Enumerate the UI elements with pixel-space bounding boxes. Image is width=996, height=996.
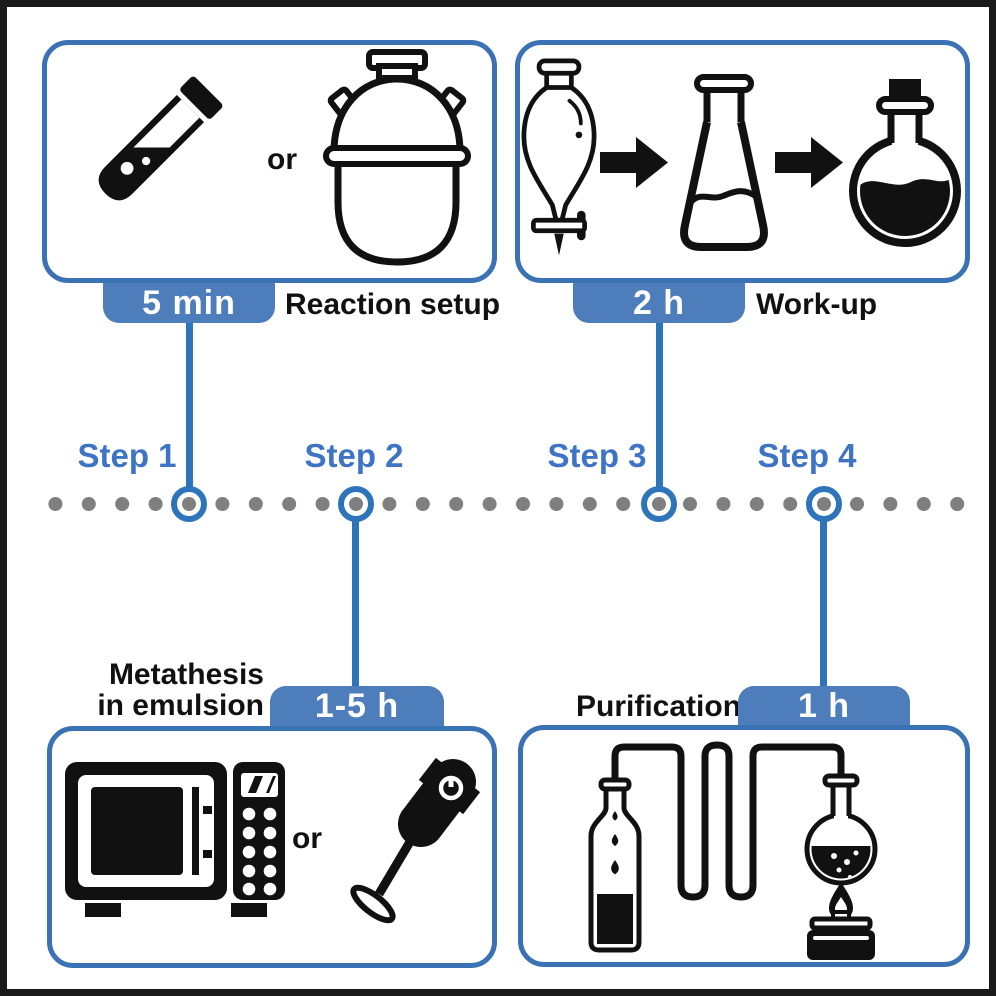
caption-reaction-setup: Reaction setup xyxy=(285,288,501,321)
timeline-dot xyxy=(115,497,130,511)
step-3-label: Step 3 xyxy=(547,437,647,474)
timeline-dot xyxy=(850,497,864,511)
connector-step4 xyxy=(820,521,827,686)
microwave-icon xyxy=(65,762,285,917)
duration-badge-step4: 1 h xyxy=(738,686,910,726)
arrow-right-icon xyxy=(775,137,843,188)
timeline-dot xyxy=(415,497,430,511)
connector-step1 xyxy=(186,323,193,490)
caption-metathesis: Metathesis in emulsion xyxy=(97,658,264,722)
step-2-marker-dot xyxy=(349,497,363,511)
timeline-dot xyxy=(916,497,931,511)
step-4-label: Step 4 xyxy=(757,437,857,474)
step-4-marker-dot xyxy=(817,497,831,511)
timeline-dot xyxy=(783,497,798,511)
erlenmeyer-flask-icon xyxy=(680,74,768,251)
arrow-right-icon xyxy=(600,137,668,188)
timeline-dot xyxy=(315,497,330,511)
spirit-burner-icon xyxy=(807,882,875,960)
or-label: or xyxy=(267,143,297,176)
coiled-tube-icon xyxy=(611,741,845,901)
step-2-label: Step 2 xyxy=(304,437,404,474)
purification-apparatus xyxy=(588,741,878,960)
step-3-marker-dot xyxy=(652,497,666,511)
panel-workup xyxy=(515,40,970,283)
immersion-blender-icon xyxy=(350,757,481,924)
panel-reaction-setup: or xyxy=(42,40,497,283)
timeline-dot xyxy=(248,497,263,511)
timeline-dot xyxy=(516,497,530,511)
caption-workup: Work-up xyxy=(756,288,878,321)
timeline-dot xyxy=(482,497,497,511)
timeline-dot xyxy=(616,497,631,511)
test-tube-icon xyxy=(98,76,223,201)
step-1-label: Step 1 xyxy=(77,437,177,474)
timeline-dot xyxy=(716,497,731,511)
timeline-dot xyxy=(282,497,297,511)
batch-reactor-icon xyxy=(323,49,471,266)
round-bottom-flask-icon xyxy=(849,79,961,247)
boiling-flask-icon xyxy=(804,773,878,886)
timeline-dot xyxy=(749,497,764,511)
timeline-dot xyxy=(148,497,163,511)
duration-badge-step3: 2 h xyxy=(573,283,745,323)
duration-badge-step1: 5 min xyxy=(103,283,275,323)
caption-purification: Purification xyxy=(576,690,742,723)
timeline-dot xyxy=(950,497,965,511)
timeline-dot xyxy=(449,497,464,511)
dripping-bottle-icon xyxy=(588,777,642,953)
timeline-dot xyxy=(382,497,397,511)
timeline-dot xyxy=(215,497,230,511)
timeline-dot xyxy=(48,497,63,511)
panel-metathesis: or xyxy=(47,726,497,968)
timeline-dotted-axis xyxy=(48,486,965,522)
connector-step3 xyxy=(656,323,663,490)
timeline-dot xyxy=(683,497,697,511)
connector-step2 xyxy=(352,521,359,686)
duration-badge-step2: 1-5 h xyxy=(270,686,444,726)
separatory-funnel-icon xyxy=(521,58,597,256)
timeline-dot xyxy=(549,497,564,511)
panel-purification xyxy=(518,725,970,967)
timeline-dot xyxy=(81,497,96,511)
or-label: or xyxy=(292,822,322,855)
step-1-marker-dot xyxy=(182,497,196,511)
timeline-dot xyxy=(582,497,597,511)
timeline-dot xyxy=(883,497,898,511)
